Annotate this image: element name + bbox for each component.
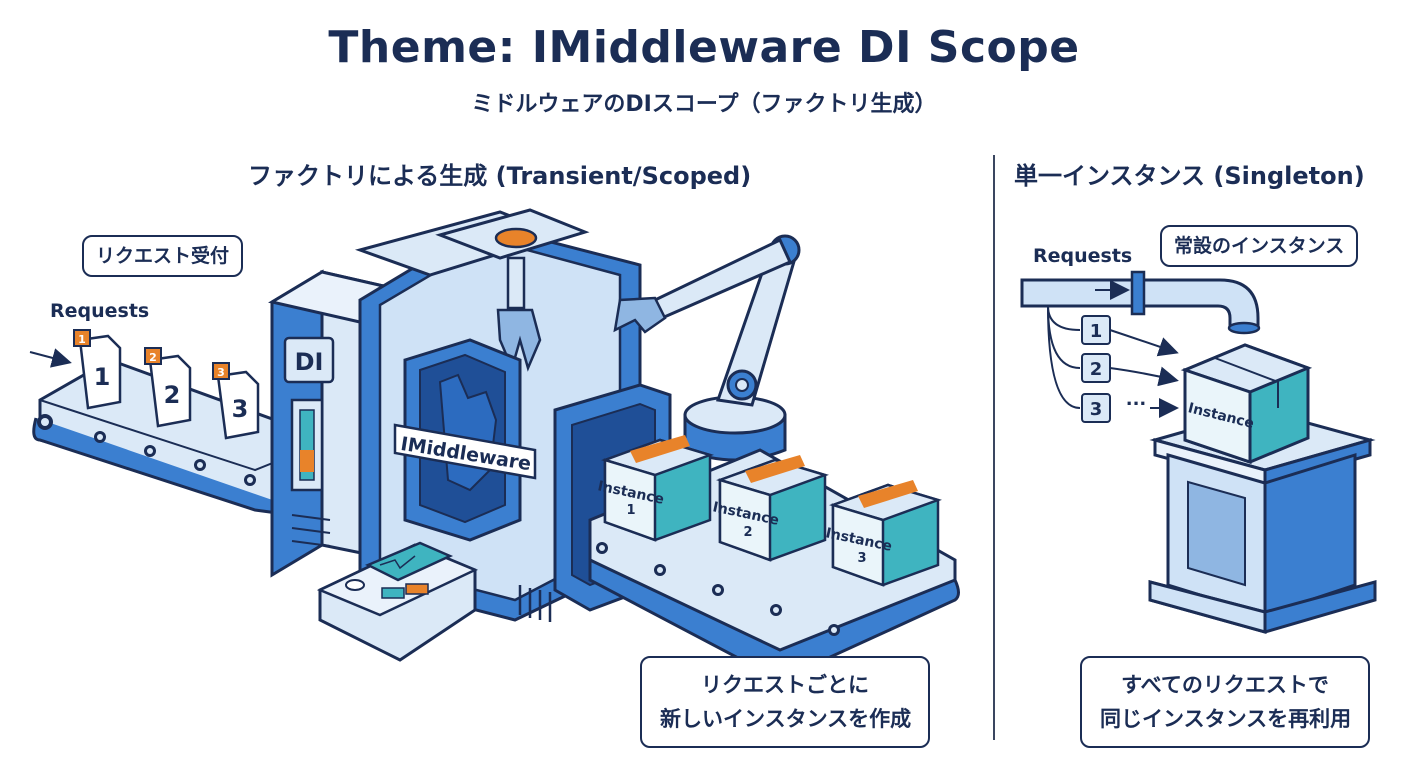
callout-resident-instance: 常設のインスタンス [1160, 225, 1359, 267]
instance-box-3: Instance 3 [824, 480, 942, 587]
request-tag-1 [73, 329, 91, 347]
svg-text:3: 3 [857, 551, 866, 566]
instance-box-2: Instance 2 [711, 455, 829, 562]
svg-text:2: 2 [743, 525, 752, 540]
singleton-requests-label: Requests [1033, 245, 1133, 267]
request-doc-1: 1 1 [73, 329, 122, 410]
request-branches: 1 2 3 ... [1047, 305, 1179, 423]
request-tag-3 [212, 362, 230, 380]
svg-text:1: 1 [626, 503, 635, 518]
control-panel [316, 541, 479, 662]
singleton-section-title: 単一インスタンス (Singleton) [1014, 162, 1365, 190]
instance-box-1: Instance 1 [596, 435, 714, 542]
factory-section-title: ファクトリによる生成 (Transient/Scoped) [248, 162, 752, 190]
svg-text:3: 3 [217, 366, 225, 379]
svg-text:2: 2 [164, 381, 181, 409]
svg-text:1: 1 [94, 363, 111, 391]
singleton-instance-box: Instance [1180, 343, 1313, 465]
input-arrow [29, 348, 72, 368]
callout-reuse-same-instance: すべてのリクエストで 同じインスタンスを再利用 [1080, 656, 1370, 748]
svg-text:3: 3 [232, 395, 249, 423]
request-doc-3: 3 3 [212, 362, 260, 440]
page-title: Theme: IMiddleware DI Scope [328, 22, 1080, 73]
svg-text:1: 1 [78, 333, 86, 346]
singleton-request-1: 1 [1090, 321, 1103, 342]
di-label: DI [295, 348, 324, 376]
callout-request-receive: リクエスト受付 [82, 235, 244, 277]
pedestal [1148, 408, 1377, 634]
request-pipe [1020, 270, 1261, 335]
svg-text:2: 2 [149, 351, 157, 364]
request-doc-2: 2 2 [144, 347, 192, 428]
factory-requests-label: Requests [50, 300, 150, 322]
ellipsis: ... [1126, 389, 1147, 410]
request-tag-2 [144, 347, 162, 365]
section-divider [993, 155, 995, 740]
page-subtitle: ミドルウェアのDIスコープ（ファクトリ生成） [471, 92, 937, 117]
singleton-request-2: 2 [1090, 359, 1103, 380]
robot-arm [613, 234, 801, 462]
singleton-request-3: 3 [1090, 399, 1103, 420]
callout-create-per-request: リクエストごとに 新しいインスタンスを作成 [640, 656, 930, 748]
